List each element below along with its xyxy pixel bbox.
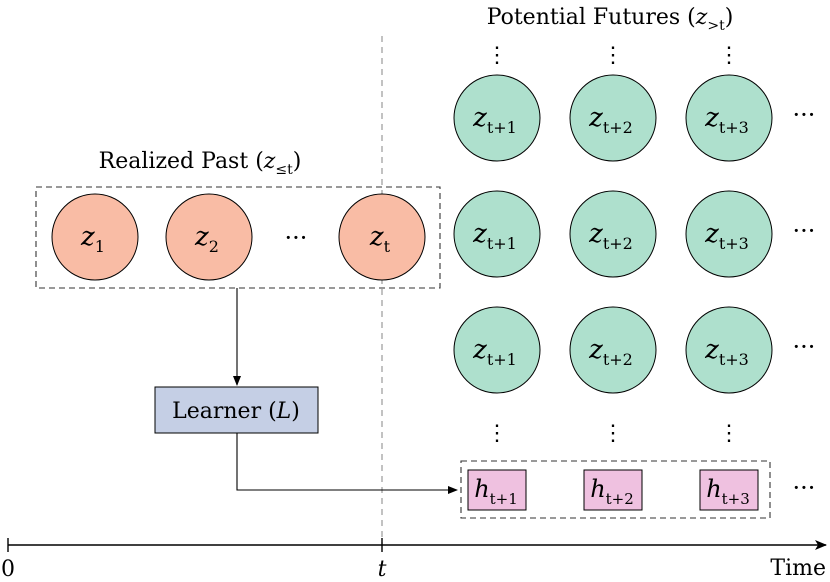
future-node-t+2 xyxy=(569,190,657,278)
future-node-t+1 xyxy=(453,306,541,394)
svg-text:⋮: ⋮ xyxy=(486,421,508,446)
potential-futures-title: Potential Futures (z>t) xyxy=(487,5,734,34)
future-row-ellipsis: ··· xyxy=(793,101,816,129)
future-node-label: zt+2 xyxy=(588,219,633,253)
past-node-label: zt xyxy=(369,222,391,256)
future-node-label: zt+3 xyxy=(704,335,749,369)
hypothesis-row: ht+1 ht+2 ht+3 xyxy=(467,469,759,511)
svg-text:⋮: ⋮ xyxy=(718,43,740,68)
future-node-t+1 xyxy=(453,74,541,162)
future-node-label: zt+1 xyxy=(472,219,517,253)
future-node-t+2 xyxy=(569,74,657,162)
future-node-t+3 xyxy=(685,306,773,394)
svg-text:⋮: ⋮ xyxy=(602,43,624,68)
future-node-label: zt+2 xyxy=(588,103,633,137)
hypotheses-ellipsis: ··· xyxy=(793,474,816,502)
future-row-ellipsis: ··· xyxy=(793,217,816,245)
past-node-label: z1 xyxy=(80,222,105,256)
learner-label: Learner (L) xyxy=(172,399,300,424)
hypothesis-t+2 xyxy=(583,469,643,511)
future-node-t+3 xyxy=(685,190,773,278)
hypothesis-label: ht+1 xyxy=(474,475,518,508)
future-node-grid: zt+1 zt+2 zt+3 ··· zt+1 zt+2 zt+3 ··· zt+1 zt+2 zt… xyxy=(453,74,816,394)
futures-top-ellipsis: ⋮ ⋮ ⋮ xyxy=(486,43,740,68)
hypotheses-box xyxy=(460,460,771,519)
axis-label-t: t xyxy=(378,557,387,582)
svg-text:⋮: ⋮ xyxy=(486,43,508,68)
past-node-1 xyxy=(51,193,139,281)
past-node-row: z1 z2 zt xyxy=(51,193,426,281)
future-node-t+1 xyxy=(453,190,541,278)
future-node-label: zt+2 xyxy=(588,335,633,369)
hypothesis-t+3 xyxy=(699,469,759,511)
past-node-label: z2 xyxy=(194,222,219,256)
future-node-t+3 xyxy=(685,74,773,162)
hypothesis-label: ht+3 xyxy=(706,475,750,508)
past-node-2 xyxy=(165,193,253,281)
future-node-label: zt+3 xyxy=(704,103,749,137)
past-node-t xyxy=(338,193,426,281)
realized-past-box xyxy=(35,186,441,289)
future-row-ellipsis: ··· xyxy=(793,333,816,361)
learner-to-hypotheses-arrow xyxy=(236,433,458,494)
future-node-label: zt+1 xyxy=(472,103,517,137)
learner-box xyxy=(154,386,319,434)
realized-past-title: Realized Past (z≤t) xyxy=(99,149,302,178)
svg-text:⋮: ⋮ xyxy=(718,421,740,446)
futures-bottom-ellipsis: ⋮ ⋮ ⋮ xyxy=(486,421,740,446)
svg-text:⋮: ⋮ xyxy=(602,421,624,446)
hypothesis-label: ht+2 xyxy=(590,475,634,508)
axis-label-time: Time xyxy=(770,556,826,581)
future-node-label: zt+3 xyxy=(704,219,749,253)
past-ellipsis: ··· xyxy=(285,224,308,252)
axis-label-zero: 0 xyxy=(1,557,15,582)
future-node-t+2 xyxy=(569,306,657,394)
future-node-label: zt+1 xyxy=(472,335,517,369)
hypothesis-t+1 xyxy=(467,469,527,511)
